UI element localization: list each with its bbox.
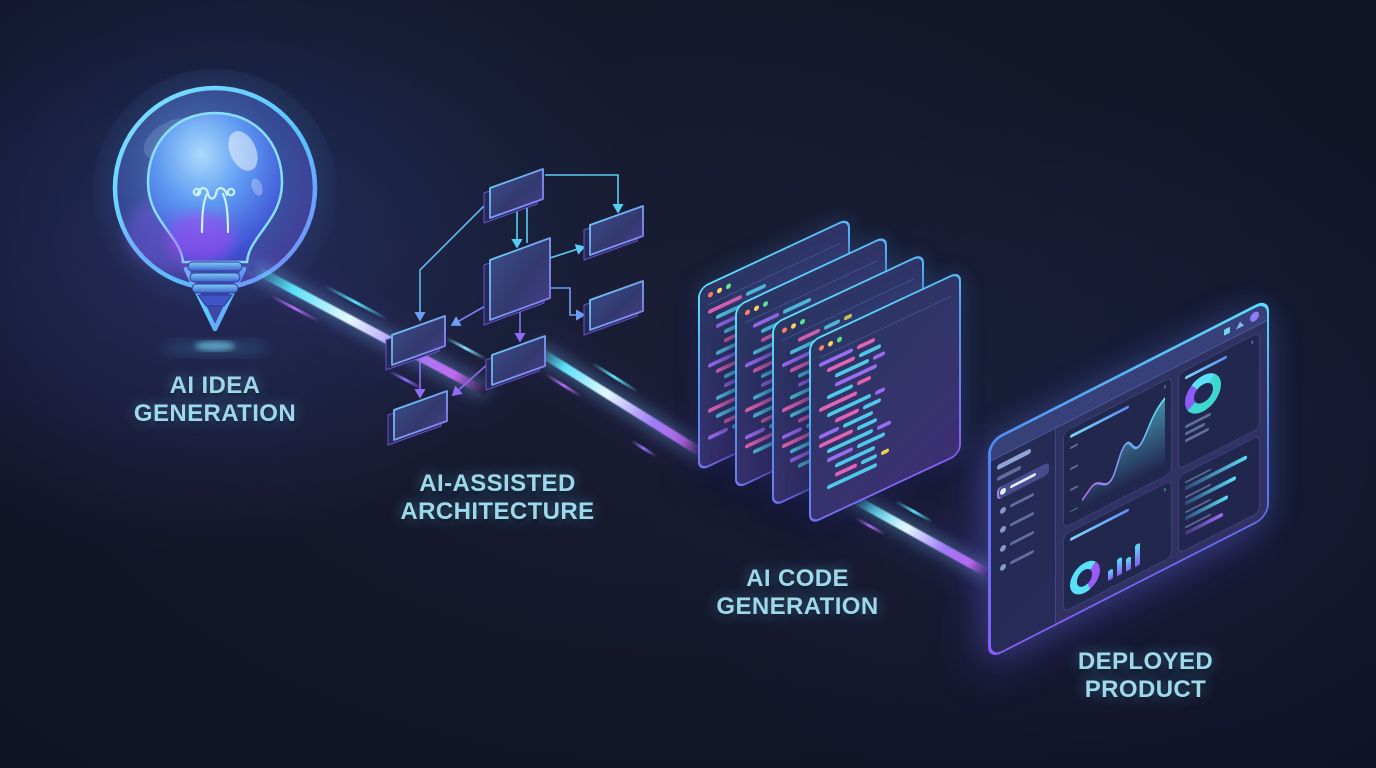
traffic-light-dot (837, 335, 842, 344)
sidebar-item-label-pill (1009, 530, 1034, 547)
area-chart-card: › (1062, 375, 1173, 529)
traffic-light-dot (828, 340, 833, 348)
traffic-light-dot (726, 282, 731, 290)
label-line: DEPLOYED (1077, 648, 1214, 675)
sidebar-item-icon (999, 543, 1006, 553)
label-line: AI IDEA (169, 372, 261, 399)
traffic-light-dot (791, 322, 796, 330)
square-icon (1223, 326, 1230, 336)
label-line: GENERATION (716, 593, 879, 621)
traffic-light-dot (800, 318, 805, 326)
sidebar-item-label-pill (1009, 492, 1034, 509)
chevron-right-icon: › (1163, 483, 1167, 495)
label-line: ARCHITECTURE (400, 498, 595, 526)
bar (1125, 556, 1131, 572)
chevron-right-icon: › (1250, 336, 1254, 347)
sidebar-item-icon (999, 505, 1006, 515)
code-windows-icon (698, 143, 1008, 618)
stage-label-deployed-product: DEPLOYED PRODUCT (1008, 648, 1283, 705)
dashboard-icon: › (988, 297, 1269, 660)
traffic-light-dot (763, 300, 768, 308)
lightbulb-speech-bubble-icon (93, 69, 337, 357)
sidebar-item-label-pill (1009, 549, 1034, 566)
flowchart-icon (385, 168, 644, 446)
dashboard-main: › (1056, 321, 1267, 624)
bar (1134, 542, 1140, 568)
label-line: AI CODE (746, 565, 849, 592)
traffic-light-dot (717, 286, 722, 295)
traffic-light-dot (745, 308, 750, 317)
sidebar-item-icon (999, 562, 1006, 572)
y-axis-tick (1069, 464, 1078, 471)
donut-chart (1069, 555, 1100, 601)
bar (1107, 568, 1113, 582)
area-chart (1081, 396, 1166, 509)
flowchart-boxes (385, 168, 644, 446)
bar (1116, 556, 1122, 577)
traffic-light-dot (754, 304, 759, 312)
y-axis-tick (1069, 443, 1078, 449)
donut-legend (1185, 412, 1212, 443)
traffic-light-dot (708, 291, 713, 299)
sidebar-item-label-pill (1009, 511, 1034, 528)
stage-label-idea-generation: AI IDEA GENERATION (85, 372, 345, 429)
avatar-circle (1249, 310, 1259, 324)
y-axis-tick (1069, 507, 1078, 513)
traffic-light-dot (782, 326, 787, 334)
sidebar-item-icon (999, 524, 1006, 534)
sidebar-item-label-pill (1009, 472, 1036, 490)
stage-label-code-generation: AI CODE GENERATION (660, 565, 935, 622)
label-line: AI-ASSISTED (419, 470, 576, 497)
label-line: GENERATION (133, 400, 297, 428)
bar-chart (1107, 513, 1140, 582)
y-axis-ticks (1069, 439, 1078, 514)
label-line: PRODUCT (1084, 676, 1207, 704)
triangle-icon (1235, 319, 1244, 330)
sidebar-item-icon (999, 486, 1006, 496)
chevron-right-icon: › (1163, 380, 1167, 392)
stage-label-architecture: AI-ASSISTED ARCHITECTURE (360, 470, 635, 527)
dashboard-sidebar (990, 428, 1056, 657)
traffic-light-dot (819, 344, 824, 352)
y-axis-tick (1069, 485, 1078, 492)
